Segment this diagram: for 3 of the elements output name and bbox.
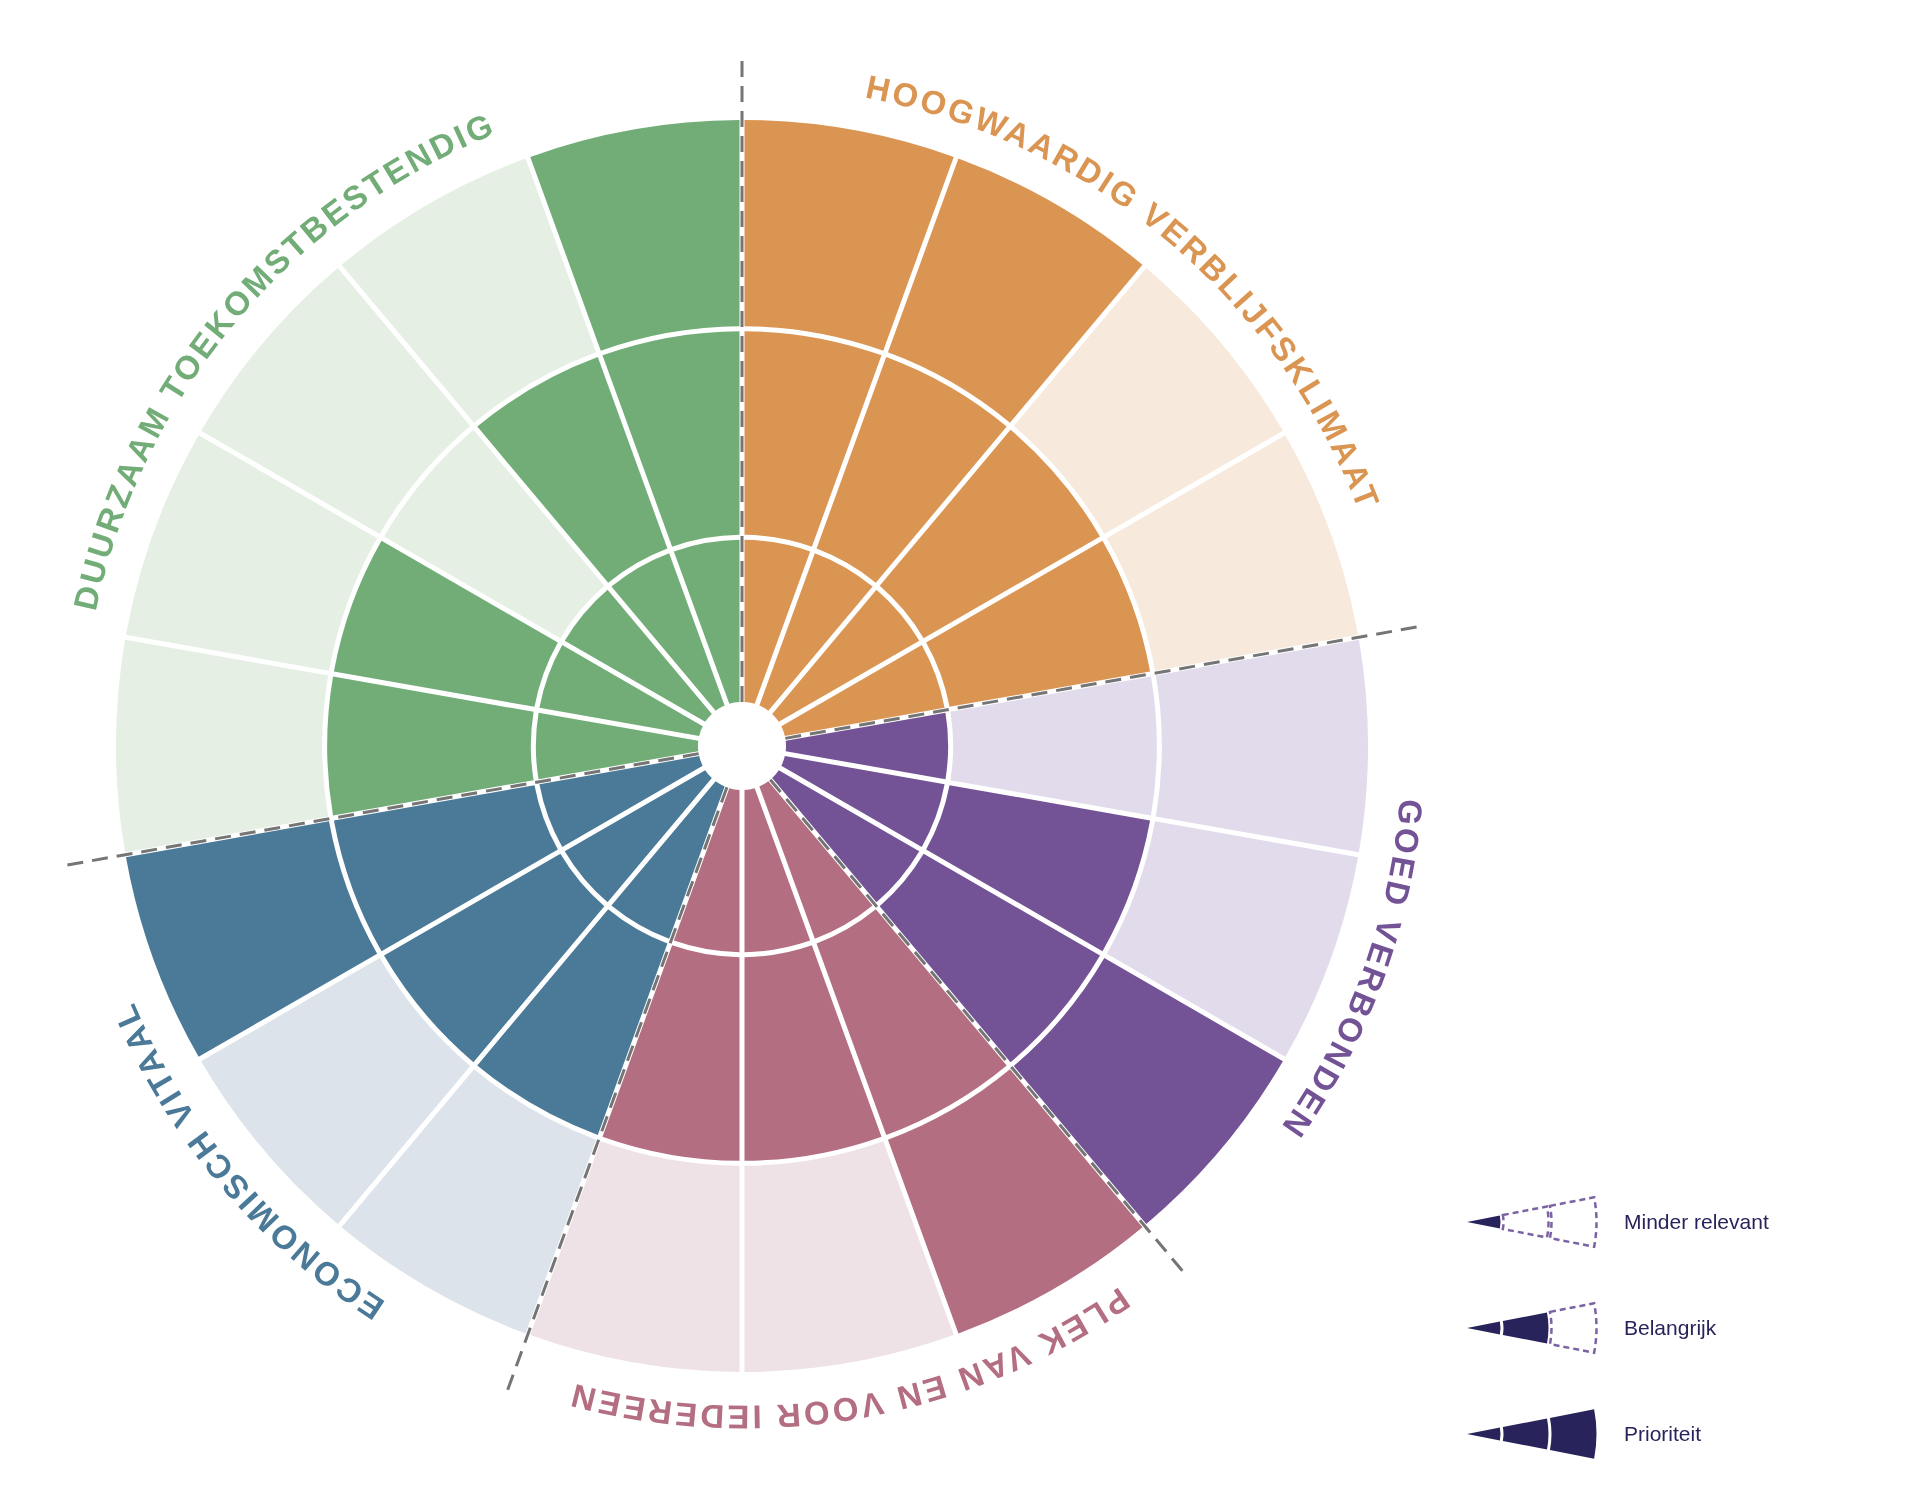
legend-label: Belangrijk xyxy=(1624,1315,1717,1342)
legend-label: Prioriteit xyxy=(1624,1421,1702,1448)
legend-label: Minder relevant xyxy=(1624,1209,1769,1236)
